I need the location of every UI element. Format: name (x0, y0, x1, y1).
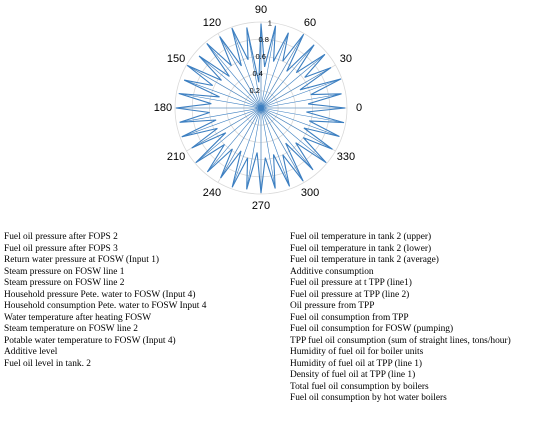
legend-right: Fuel oil temperature in tank 2 (upper) F… (290, 232, 546, 405)
legend-item: Fuel oil temperature in tank 2 (average) (290, 255, 439, 265)
series-spoke (191, 107, 262, 149)
legend-item: Steam pressure on FOSW line 2 (4, 278, 125, 288)
polar-labels: 0 30 60 90 120 150 180 210 240 270 300 330 0.2 0.4 0.6… (154, 4, 362, 212)
legend-item: Additive level (4, 347, 58, 357)
series-spoke (260, 107, 304, 182)
angle-tick-label: 120 (203, 17, 221, 29)
legend-item: Fuel oil pressure after FOPS 2 (4, 232, 118, 242)
series-spoke (260, 67, 332, 109)
legend-item: Total fuel oil consumption by boilers (290, 381, 429, 392)
series-spoke (246, 27, 262, 109)
angle-tick-label: 300 (301, 187, 319, 199)
legend-item: Humidity of fuel oil at TPP (line 1) (290, 358, 423, 369)
series-spoke (260, 107, 345, 123)
series-spoke (260, 34, 304, 109)
legend-item: Fuel oil temperature in tank 2 (lower) (290, 243, 432, 254)
angle-tick-label: 330 (337, 151, 355, 163)
series-spoke (260, 93, 342, 109)
legend-item: Return water pressure at FOSW (Input 1) (4, 255, 159, 265)
legend-item: Potable water temperature to FOSW (Input… (4, 335, 176, 346)
legend-item: Water temperature after heating FOSW (4, 312, 152, 323)
series-spoke (260, 44, 315, 109)
series-spoke (260, 78, 342, 109)
series-spoke (246, 107, 262, 190)
radial-tick-label: 0.8 (259, 35, 269, 44)
angle-tick-label: 210 (167, 151, 185, 163)
angle-tick-label: 30 (340, 53, 352, 65)
legend-item: Fuel oil pressure after FOPS 3 (4, 243, 118, 254)
series-spoke (178, 93, 262, 109)
series-spoke (260, 107, 327, 163)
legend-item: Household consumption Pete. water to FOS… (4, 301, 207, 311)
angle-tick-label: 240 (203, 187, 221, 199)
series-spoke (231, 27, 262, 109)
legend-item: Household pressure Pete. water to FOSW (… (4, 289, 196, 300)
legend-item: Density of fuel oil at TPP (line 1) (290, 370, 416, 380)
polar-series (175, 23, 346, 194)
series-spoke (219, 36, 262, 109)
legend-item: Humidity of fuel oil for boiler units (290, 347, 424, 357)
radial-tick-label: 0.4 (253, 69, 263, 78)
series-spoke (260, 107, 276, 189)
series-spoke (260, 32, 289, 109)
series-spoke (206, 43, 262, 109)
series-spoke (207, 107, 262, 173)
series-spoke (260, 25, 276, 109)
radial-tick-label: 0.6 (256, 52, 266, 61)
angle-tick-label: 90 (255, 4, 267, 16)
radial-tick-label: 1 (268, 18, 272, 27)
legend-item: Additive consumption (290, 266, 374, 277)
angle-tick-label: 60 (304, 17, 316, 29)
legend-item: Fuel oil pressure at t TPP (line1) (290, 278, 412, 288)
series-spoke (220, 107, 262, 179)
series-spoke (260, 107, 340, 137)
series-spoke (184, 79, 262, 109)
series-spoke (260, 54, 326, 109)
legend-item: Fuel oil level in tank. 2 (4, 358, 91, 369)
series-spoke (179, 107, 262, 123)
legend-item: Oil pressure from TPP (290, 301, 375, 311)
legend-item: Steam temperature on FOSW line 2 (4, 324, 138, 334)
legend-item: Steam pressure on FOSW line 1 (4, 266, 125, 277)
legend-item: TPP fuel oil consumption (sum of straigh… (290, 335, 511, 346)
series-spoke (231, 107, 262, 188)
angle-tick-label: 270 (252, 200, 270, 212)
series-spoke (260, 107, 333, 150)
legend-item: Fuel oil consumption from TPP (290, 312, 409, 323)
legend-item: Fuel oil consumption by hot water boiler… (290, 393, 447, 403)
series-spoke (198, 55, 262, 109)
legend-item: Fuel oil pressure at TPP (line 2) (290, 289, 410, 300)
angle-tick-label: 0 (356, 102, 362, 114)
angle-tick-label: 180 (154, 102, 172, 114)
polar-chart: 0 30 60 90 120 150 180 210 240 270 300 330 0.2 0.4 0.6… (154, 4, 362, 212)
series-spoke (181, 107, 262, 138)
series-spoke (195, 107, 262, 163)
series-spoke (260, 107, 314, 171)
angle-tick-label: 150 (167, 53, 185, 65)
legend-item: Fuel oil temperature in tank 2 (upper) (290, 232, 432, 242)
series-spoke (187, 65, 262, 109)
series-center-marker (258, 105, 264, 111)
radial-tick-label: 0.2 (250, 86, 260, 95)
legend-left: Fuel oil pressure after FOPS 2 Fuel oil … (4, 232, 279, 370)
legend-item: Fuel oil consumption for FOSW (pumping) (290, 324, 454, 334)
series-spoke (260, 107, 290, 187)
